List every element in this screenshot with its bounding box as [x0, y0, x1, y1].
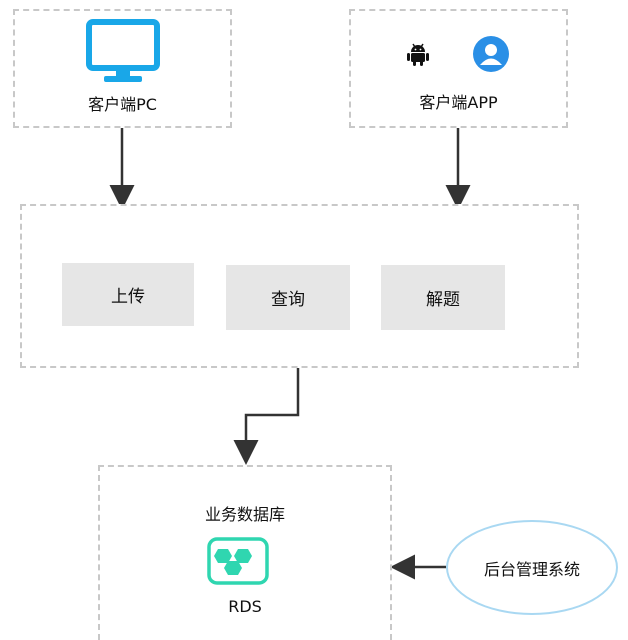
functions-box: 上传 查询 解题	[20, 204, 579, 368]
business-db-title: 业务数据库	[204, 505, 285, 524]
client-pc-label: 客户端PC	[88, 95, 157, 114]
admin-system-label: 后台管理系统	[483, 559, 580, 579]
solve-block: 解题	[381, 265, 505, 330]
monitor-icon	[86, 19, 160, 82]
client-pc-box: 客户端PC	[13, 9, 232, 128]
client-app-label: 客户端APP	[419, 93, 498, 112]
query-block: 查询	[226, 265, 350, 330]
user-icon	[473, 36, 509, 72]
rds-label: RDS	[228, 597, 262, 616]
upload-block: 上传	[62, 263, 194, 326]
rds-icon	[207, 537, 269, 585]
business-db-box: 业务数据库 RDS	[98, 465, 392, 640]
android-icon	[407, 43, 429, 66]
admin-system-node: 后台管理系统	[446, 520, 618, 615]
arrow-functions-to-db	[233, 368, 300, 465]
client-app-box: 客户端APP	[349, 9, 568, 128]
